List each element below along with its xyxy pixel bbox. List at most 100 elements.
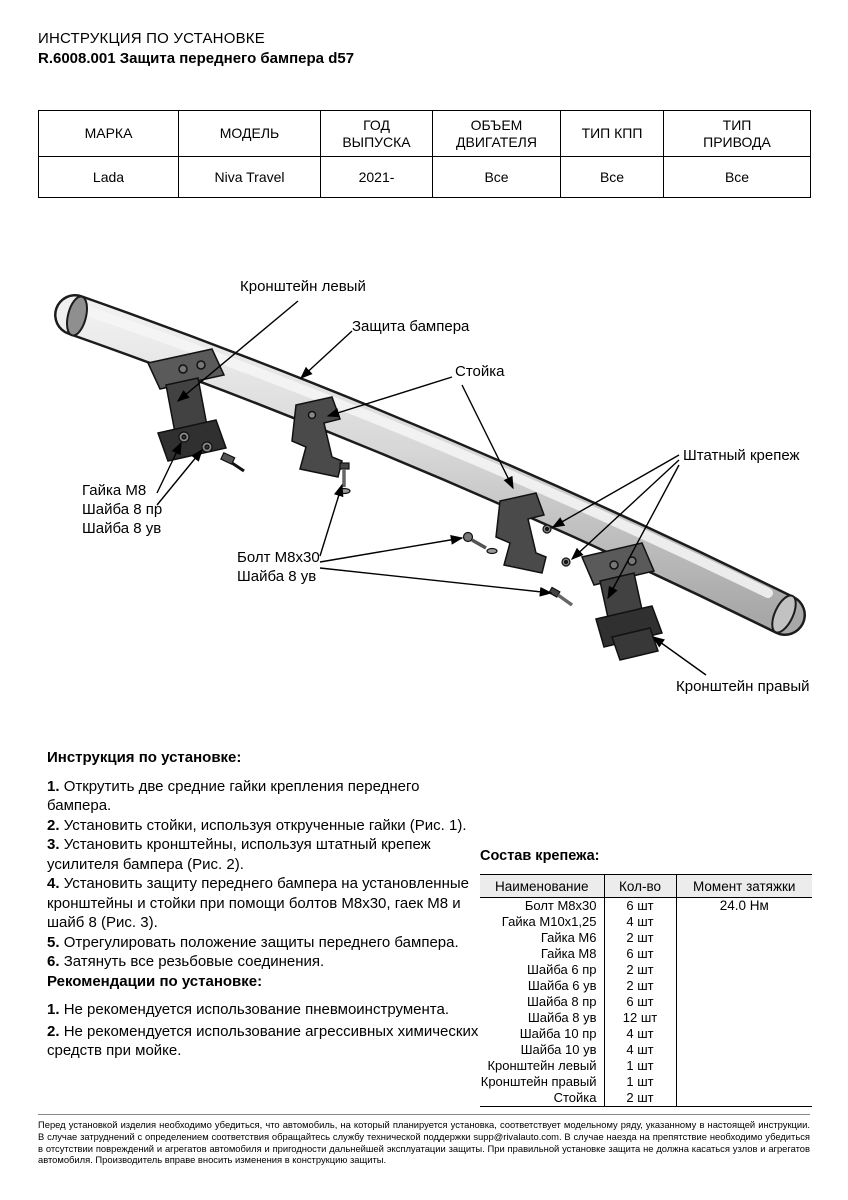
fastener-qty: 6 шт	[603, 897, 677, 914]
rec-number: 2.	[47, 1022, 60, 1040]
spec-header-drive: ТИП ПРИВОДА	[663, 110, 811, 157]
stand-left	[291, 396, 343, 478]
fastener-torque	[676, 1010, 812, 1026]
spec-header-gearbox: ТИП КПП	[560, 110, 664, 157]
bolt-m8x30-2	[462, 531, 498, 555]
fasteners-section: Состав крепежа: Наименование Кол-во Моме…	[480, 848, 812, 1107]
doc-subtitle: R.6008.001 Защита переднего бампера d57	[38, 50, 355, 67]
step-text: Установить защиту переднего бампера на у…	[47, 875, 470, 931]
step-number: 3.	[47, 836, 60, 853]
fasteners-title: Состав крепежа:	[480, 848, 600, 864]
fastener-qty: 4 шт	[603, 914, 677, 930]
fastener-torque	[676, 1042, 812, 1058]
fastener-torque	[676, 978, 812, 994]
fastener-row: Кронштейн левый 1 шт	[480, 1058, 812, 1074]
label-stand: Стойка	[455, 363, 505, 380]
fastener-torque	[676, 1090, 812, 1107]
callout-lines	[156, 300, 707, 676]
instruction-step: 1. Открутить две средние гайки крепления…	[47, 777, 483, 816]
bolt-m8x30-1	[337, 462, 351, 495]
recommendations-title: Рекомендации по установке:	[47, 972, 263, 990]
label-bolt-group: Болт М8х30 Шайба 8 ув	[237, 549, 320, 585]
label-nut-group: Гайка М8 Шайба 8 пр Шайба 8 ув	[82, 482, 163, 537]
label-bracket-left: Кронштейн левый	[240, 278, 366, 295]
fastener-name: Кронштейн левый	[487, 1058, 597, 1073]
spec-header-model: МОДЕЛЬ	[178, 110, 321, 157]
step-number: 1.	[47, 777, 60, 795]
left-bracket	[146, 348, 227, 462]
installation-instructions: Инструкция по установке: 1. Открутить дв…	[47, 748, 483, 1063]
fastener-torque	[676, 962, 812, 978]
instruction-step: 6. Затянуть все резьбовые соединения.	[47, 952, 483, 972]
fastener-name: Шайба 10 ув	[520, 1042, 597, 1057]
tube-end-cap-left	[66, 295, 88, 337]
rec-text: Не рекомендуется использование агрессивн…	[47, 1022, 479, 1060]
tube-end-cap-right	[771, 594, 797, 634]
fastener-name: Гайка М10х1,25	[501, 914, 597, 929]
fasteners-table: Наименование Кол-во Момент затяжки Болт …	[480, 874, 812, 1107]
fastener-torque	[676, 930, 812, 946]
right-bracket-lower	[611, 627, 659, 661]
fastener-row: Болт М8х30 6 шт 24.0 Нм	[480, 897, 812, 914]
bolt-m8x30-3	[548, 586, 574, 607]
instruction-step: 3. Установить кронштейны, используя штат…	[47, 835, 483, 874]
fastener-name: Гайка М8	[540, 946, 597, 961]
fastener-name: Шайба 8 ув	[527, 1010, 597, 1025]
fastener-qty: 12 шт	[603, 1010, 677, 1026]
fastener-torque	[676, 914, 812, 930]
step-number: 5.	[47, 933, 60, 951]
spec-header-row: МАРКА МОДЕЛЬ ГОД ВЫПУСКА ОБЪЕМ ДВИГАТЕЛЯ…	[38, 110, 811, 157]
legal-footer: Перед установкой изделия необходимо убед…	[38, 1114, 810, 1166]
fastener-torque	[676, 1074, 812, 1090]
vehicle-spec-table: МАРКА МОДЕЛЬ ГОД ВЫПУСКА ОБЪЕМ ДВИГАТЕЛЯ…	[38, 110, 811, 198]
rec-text: Не рекомендуется использование пневмоинс…	[63, 1001, 449, 1018]
fastener-row: Гайка М10х1,25 4 шт	[480, 914, 812, 930]
step-text: Установить кронштейны, используя штатный…	[47, 836, 431, 873]
instructions-title: Инструкция по установке:	[47, 749, 242, 766]
spec-value-model: Niva Travel	[178, 156, 321, 198]
fastener-col-qty: Кол-во	[603, 874, 677, 898]
fastener-name: Болт М8х30	[524, 898, 597, 913]
fastener-torque: 24.0 Нм	[719, 898, 769, 913]
fastener-torque	[676, 1058, 812, 1074]
fastener-torque	[676, 994, 812, 1010]
assembly-diagram: Кронштейн левый Защита бампера Стойка Шт…	[0, 265, 848, 735]
step-text: Установить стойки, используя открученные…	[63, 816, 467, 834]
fastener-name: Стойка	[480, 1090, 604, 1107]
instruction-step: 2. Установить стойки, используя откручен…	[47, 816, 483, 836]
doc-title: ИНСТРУКЦИЯ ПО УСТАНОВКЕ	[38, 30, 265, 47]
instruction-step: 5. Отрегулировать положение защиты перед…	[47, 933, 483, 953]
rec-number: 1.	[47, 1001, 60, 1018]
stand-right	[495, 492, 547, 574]
spec-value-row: Lada Niva Travel 2021- Все Все Все	[38, 156, 811, 198]
spec-header-engine: ОБЪЕМ ДВИГАТЕЛЯ	[432, 110, 561, 157]
step-number: 4.	[47, 875, 60, 892]
fastener-name: Шайба 10 пр	[519, 1026, 597, 1041]
fastener-qty: 1 шт	[603, 1058, 677, 1074]
recommendation-item: 1. Не рекомендуется использование пневмо…	[47, 1000, 483, 1020]
fastener-qty: 1 шт	[603, 1074, 677, 1090]
spec-value-brand: Lada	[38, 156, 179, 198]
fastener-col-torque: Момент затяжки	[676, 874, 812, 898]
spec-header-brand: МАРКА	[38, 110, 179, 157]
fastener-torque	[676, 946, 812, 962]
step-text: Отрегулировать положение защиты переднег…	[63, 933, 459, 951]
fastener-row: Шайба 8 ув 12 шт	[480, 1010, 812, 1026]
factory-fastener-2	[561, 557, 571, 567]
fastener-qty: 2 шт	[603, 962, 677, 978]
fastener-qty: 2 шт	[603, 1090, 677, 1107]
recommendation-item: 2. Не рекомендуется использование агресс…	[47, 1022, 483, 1061]
step-text: Затянуть все резьбовые соединения.	[63, 953, 325, 970]
instruction-step: 4. Установить защиту переднего бампера н…	[47, 874, 483, 933]
left-hardware-washers	[178, 431, 245, 473]
